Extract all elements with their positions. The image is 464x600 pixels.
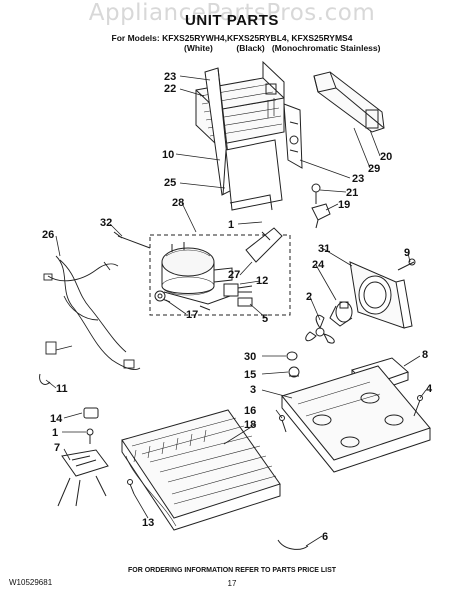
fuse-14 (83, 407, 99, 419)
model-list: For Models: KFXS25RYWH4,KFXS25RYBL4, KFX… (111, 33, 353, 43)
callout-label: 23 (164, 71, 176, 83)
wire-harness (43, 255, 141, 371)
screw-9 (397, 258, 416, 271)
screw-21 (311, 183, 321, 204)
callout-label: 14 (50, 413, 63, 425)
compressor-assembly-outline (149, 234, 291, 316)
callout-label: 2 (306, 291, 312, 303)
page-title: UNIT PARTS (185, 12, 279, 29)
callout-label: 20 (380, 151, 392, 163)
clip-11 (39, 373, 51, 385)
callout-label: 29 (368, 163, 380, 175)
terminal-block (57, 449, 109, 507)
relay-overload (223, 283, 253, 307)
callout-label: 31 (318, 243, 330, 255)
callout-label: 32 (100, 217, 112, 229)
leader-lines (45, 75, 427, 547)
fan-shroud (349, 261, 413, 329)
callout-label: 8 (422, 349, 428, 361)
callout-label: 16 (244, 405, 256, 417)
callout-label: 19 (338, 199, 350, 211)
callout-label: 24 (312, 259, 325, 271)
callout-label: 1 (228, 219, 234, 231)
screw-1-lower (86, 428, 94, 444)
clip-19 (311, 203, 331, 229)
washer-30 (286, 351, 298, 361)
ordering-note: FOR ORDERING INFORMATION REFER TO PARTS … (127, 567, 337, 574)
base-pan (281, 365, 431, 473)
callout-label: 5 (262, 313, 268, 325)
compressor (159, 242, 233, 311)
screw-13 (127, 479, 135, 495)
air-duct (313, 71, 385, 133)
callout-label: 30 (244, 351, 256, 363)
document-number: W10529681 (9, 578, 53, 587)
grommet (154, 290, 166, 302)
callout-label: 23 (352, 173, 364, 185)
callout-label: 22 (164, 83, 176, 95)
callout-labels: 23 22 10 25 28 1 32 26 27 12 17 5 11 14 … (42, 71, 433, 543)
callout-label: 15 (244, 369, 256, 381)
callout-label: 27 (228, 269, 240, 281)
callout-label: 21 (346, 187, 358, 199)
callout-label: 13 (142, 517, 154, 529)
callout-label: 28 (172, 197, 184, 209)
model-colors: (White) (Black) (Monochromatic Stainless… (184, 43, 381, 53)
side-plate (283, 103, 303, 169)
drain-hose-6 (277, 539, 309, 550)
bolt-32 (113, 231, 151, 249)
callout-label: 12 (256, 275, 268, 287)
callout-label: 1 (52, 427, 58, 439)
callout-label: 10 (162, 149, 174, 161)
watermark: AppliancePartsPros.com (88, 0, 376, 26)
fan-blade (305, 314, 335, 344)
screw-4 (413, 395, 423, 417)
callout-label: 7 (54, 442, 60, 454)
callout-label: 25 (164, 177, 176, 189)
callout-label: 6 (322, 531, 328, 543)
callout-label: 3 (250, 384, 256, 396)
screw-16 (279, 415, 287, 433)
evaporator-cover (204, 67, 283, 211)
condenser-coil (121, 409, 281, 531)
callout-label: 18 (244, 419, 256, 431)
callout-label: 26 (42, 229, 54, 241)
callout-label: 11 (56, 383, 68, 395)
callout-label: 4 (426, 383, 433, 395)
fan-motor (329, 301, 353, 327)
drain-tube (245, 227, 283, 263)
callout-label: 9 (404, 247, 410, 259)
page-number: 17 (227, 579, 237, 588)
callout-label: 17 (186, 309, 198, 321)
grommet-15 (288, 366, 300, 378)
